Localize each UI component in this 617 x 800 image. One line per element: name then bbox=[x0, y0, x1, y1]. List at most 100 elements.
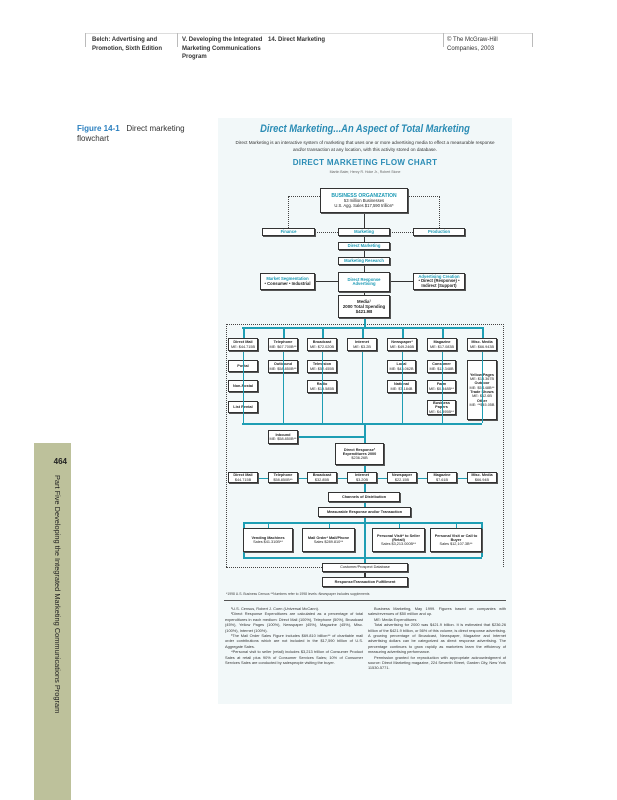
direct-response-channel-box: Internet$3.20B bbox=[347, 472, 377, 483]
header-book: Belch: Advertising and Promotion, Sixth … bbox=[92, 37, 162, 52]
dotted-connector bbox=[408, 196, 440, 228]
figure-caption: Figure 14-1 Direct marketing flowchart bbox=[77, 124, 205, 144]
box-title: Newspaper¹ bbox=[391, 340, 413, 345]
header-divider bbox=[532, 33, 533, 47]
teal-connector bbox=[298, 436, 364, 438]
figure-description: Direct Marketing is an interactive syste… bbox=[235, 140, 495, 152]
teal-connector bbox=[328, 522, 330, 528]
box-title: Misc. Media bbox=[471, 473, 493, 478]
note-paragraph: ME: Media Expenditures bbox=[374, 616, 417, 622]
box-value: ME: $0.348B** bbox=[429, 386, 454, 391]
header-divider bbox=[443, 33, 444, 47]
teal-arrow bbox=[322, 327, 324, 338]
box-title: Trade Shows bbox=[470, 390, 494, 394]
note-paragraph: Permission granted for reproduction with… bbox=[368, 654, 506, 671]
box-value: ME: $7.184B bbox=[390, 386, 413, 391]
advertising-creation-box: Advertising Creation• Direct (Response) … bbox=[413, 273, 465, 290]
dotted-connector bbox=[226, 567, 322, 568]
box-title: Local bbox=[397, 362, 407, 366]
teal-connector bbox=[268, 522, 269, 528]
box-value: ME: $58.850B** bbox=[269, 437, 297, 441]
box-value: ME: $4.395B** bbox=[429, 409, 454, 414]
consumer-box: ConsumerME: $12.348B bbox=[427, 360, 456, 373]
note-paragraph: Business Marketing, May 1999. Figures ba… bbox=[368, 606, 506, 617]
box-title: Newspaper bbox=[391, 473, 413, 478]
box-title: Telephone bbox=[273, 473, 293, 478]
box-title: Internet bbox=[355, 340, 369, 345]
teal-connector bbox=[482, 351, 483, 423]
business-organization-box: BUSINESS ORGANIZATION 53 million Busines… bbox=[320, 188, 408, 213]
box-value: $3.20B bbox=[355, 477, 369, 482]
direct-response-channel-box: Direct Mail$44.715B bbox=[228, 472, 258, 483]
connector bbox=[315, 281, 338, 282]
teal-arrow bbox=[402, 327, 404, 338]
connector bbox=[390, 281, 413, 282]
box-value: 53 million Businesses bbox=[343, 198, 385, 204]
flowchart-heading: DIRECT MARKETING FLOW CHART bbox=[292, 158, 438, 167]
teal-arrow bbox=[283, 327, 285, 338]
box-title: Inbound bbox=[275, 432, 291, 437]
direct-response-expenditures-box: Direct Response² Expenditures 2000$236.2… bbox=[335, 443, 384, 465]
flowchart-authors: Martin Baier, Henry R. Hoke Jr., Robert … bbox=[329, 170, 401, 174]
teal-connector bbox=[364, 502, 366, 563]
note-paragraph: ⁴Personal visit to seller (retail) inclu… bbox=[225, 649, 363, 666]
box-title: Farm bbox=[437, 382, 446, 386]
box-value: U.S. Agg. Sales $17,590 trillion* bbox=[334, 202, 394, 208]
teal-connector bbox=[243, 522, 482, 524]
direct-response-channel-box: Broadcast$32.85B bbox=[307, 472, 337, 483]
box-title: 2000 Total Spending bbox=[342, 304, 386, 309]
teal-connector bbox=[364, 318, 366, 327]
box-title: Outdoor bbox=[475, 381, 490, 385]
box-title: Media¹ bbox=[357, 299, 371, 304]
box-value: ME: $44.715B bbox=[230, 344, 256, 349]
direct-response-channel-box: Magazine$7.61B bbox=[427, 472, 457, 483]
box-title: Vending Machines bbox=[251, 535, 285, 540]
teal-connector bbox=[442, 351, 443, 423]
header-divider bbox=[177, 33, 178, 47]
box-title: Misc. Media bbox=[471, 340, 493, 345]
box-value: $236.26B bbox=[351, 456, 368, 461]
box-value: $421.9B bbox=[355, 309, 373, 314]
box-value: Sales $12,107.3B** bbox=[439, 542, 473, 547]
box-value: Sales $41.310B** bbox=[253, 540, 283, 544]
note-paragraph: ¹U.S. Census, Robert J. Coen (Universal … bbox=[231, 606, 320, 611]
box-value: ME: $3.2B bbox=[353, 344, 371, 349]
national-box: NationalME: $7.184B bbox=[387, 380, 416, 393]
box-title: Telephone bbox=[273, 340, 293, 345]
direct-response-advertising-box: Direct Response Advertising bbox=[338, 272, 390, 292]
teal-connector bbox=[243, 351, 244, 423]
box-title: Business Papers bbox=[429, 401, 454, 410]
business-papers-box: Business PapersME: $4.395B** bbox=[427, 400, 456, 415]
dotted-connector bbox=[288, 196, 320, 228]
notes-right: Business Marketing, May 1999. Figures ba… bbox=[368, 606, 506, 671]
teal-connector bbox=[398, 522, 400, 528]
box-value: ME: $67.700B** bbox=[269, 344, 297, 349]
box-value: • Direct (Response) • Indirect (Support) bbox=[418, 278, 460, 288]
header-rule bbox=[85, 33, 532, 34]
box-value: $7.61B bbox=[435, 477, 449, 482]
figure-number: Figure 14-1 bbox=[77, 124, 120, 133]
fulfillment-box: Response/Transaction Fulfillment bbox=[322, 577, 408, 587]
box-title: Direct Mail bbox=[233, 340, 253, 345]
customer-database-box: Customer/Prospect Database bbox=[322, 563, 408, 572]
box-value: Sales $3,213.000B** bbox=[380, 542, 417, 547]
header-part: V. Developing the Integrated Marketing C… bbox=[182, 37, 263, 60]
header-copyright: © The McGraw-Hill Companies, 2003 bbox=[447, 37, 498, 52]
direct-response-channel-box: Telephone$58.850B** bbox=[268, 472, 298, 483]
connector bbox=[364, 213, 365, 323]
figure-caption-text: Direct marketing flowchart bbox=[77, 124, 185, 143]
local-box: LocalME: $43.062B bbox=[387, 360, 416, 373]
measurable-response-box: Measurable Response and/or Transaction bbox=[318, 507, 411, 517]
box-value: Sales $289.810** bbox=[313, 540, 344, 544]
box-value: ME: $49.246B bbox=[389, 344, 415, 349]
market-segmentation-box: Market Segmentation• Consumer • Industri… bbox=[260, 273, 315, 290]
direct-marketing-flowchart: Direct Marketing...An Aspect of Total Ma… bbox=[218, 118, 512, 704]
direct-marketing-box: Direct Marketing bbox=[338, 242, 390, 250]
header-chapter: 14. Direct Marketing bbox=[268, 37, 326, 43]
